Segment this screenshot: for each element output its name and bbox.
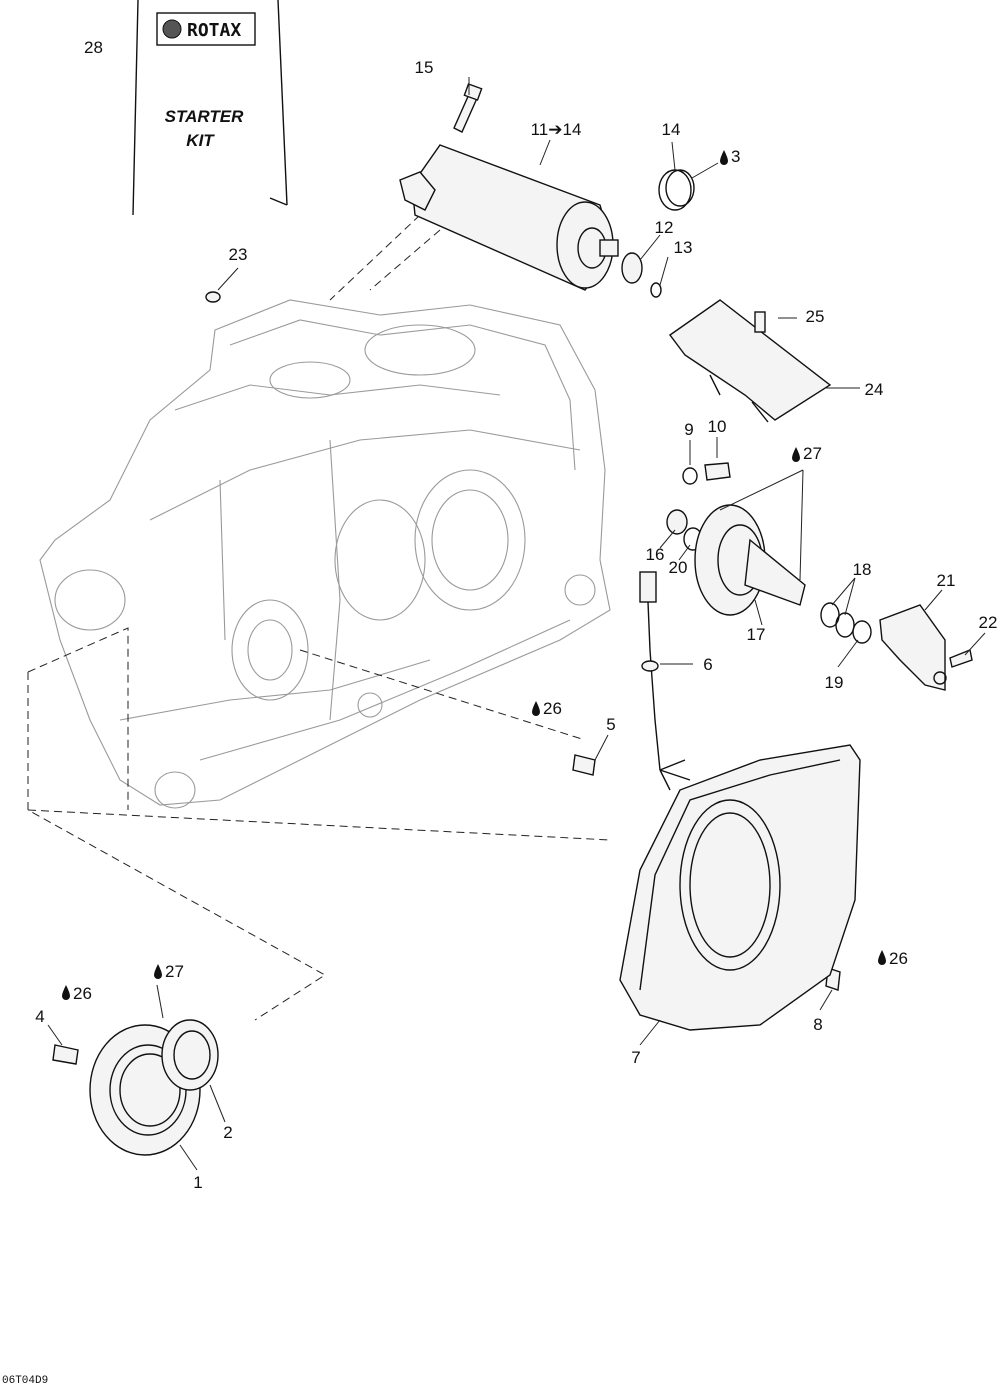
callout-25: 25 xyxy=(806,307,825,326)
lube-callout-27-gear: 27 xyxy=(792,444,822,463)
screw-25 xyxy=(754,311,766,333)
diagram-code: 06T04D9 xyxy=(2,1375,48,1387)
callout-22: 22 xyxy=(979,613,998,632)
lube-callout-26-screw4: 26 xyxy=(62,984,92,1003)
pinion-gear xyxy=(621,252,643,284)
starter-motor xyxy=(399,144,619,291)
drop-icon xyxy=(154,964,162,979)
gear-17 xyxy=(694,504,806,616)
callout-11-14: 11➔14 xyxy=(531,120,582,139)
svg-text:26: 26 xyxy=(73,984,92,1003)
callout-2: 2 xyxy=(223,1123,232,1142)
callout-5: 5 xyxy=(606,715,615,734)
callout-12: 12 xyxy=(655,218,674,237)
washer-9 xyxy=(682,467,698,485)
washers-18 xyxy=(820,602,855,638)
o-ring-13 xyxy=(650,282,662,298)
callout-7: 7 xyxy=(631,1048,640,1067)
plug-23 xyxy=(205,291,221,303)
callout-1: 1 xyxy=(193,1173,202,1192)
callout-19: 19 xyxy=(825,673,844,692)
support-21 xyxy=(879,604,947,691)
bolt-10 xyxy=(704,462,731,481)
cover-24 xyxy=(669,299,832,423)
engine-crankcase-ghost xyxy=(39,299,611,809)
assembly-lines xyxy=(27,214,611,1021)
callout-4: 4 xyxy=(35,1007,44,1026)
lube-callout-26-screw5: 26 xyxy=(532,699,562,718)
svg-text:26: 26 xyxy=(889,949,908,968)
callout-16: 16 xyxy=(646,545,665,564)
callout-15: 15 xyxy=(415,58,434,77)
callout-21: 21 xyxy=(937,571,956,590)
o-ring-14 xyxy=(658,169,695,211)
callout-8: 8 xyxy=(813,1015,822,1034)
callout-23: 23 xyxy=(229,245,248,264)
callout-20: 20 xyxy=(669,558,688,577)
drop-icon xyxy=(792,447,800,462)
screw-4 xyxy=(52,1044,79,1065)
callout-10: 10 xyxy=(708,417,727,436)
svg-text:26: 26 xyxy=(543,699,562,718)
kit-title-line2: KIT xyxy=(186,131,215,150)
svg-text:3: 3 xyxy=(731,147,740,166)
leader-lines xyxy=(47,77,986,1171)
callout-9: 9 xyxy=(684,420,693,439)
drop-icon xyxy=(62,985,70,1000)
callout-13: 13 xyxy=(674,238,693,257)
seal-2 xyxy=(161,1019,219,1091)
svg-text:27: 27 xyxy=(165,962,184,981)
kit-title-line1: STARTER xyxy=(165,107,244,126)
callout-6: 6 xyxy=(703,655,712,674)
lube-callout-26-screw8: 26 xyxy=(878,949,908,968)
callout-28: 28 xyxy=(84,38,103,57)
wire-harness-6 xyxy=(639,571,691,791)
washer-19 xyxy=(852,620,872,644)
callout-18: 18 xyxy=(853,560,872,579)
lube-callout-27-seal: 27 xyxy=(154,962,184,981)
callout-24: 24 xyxy=(865,380,884,399)
drop-icon xyxy=(532,701,540,716)
bolt-15 xyxy=(453,83,483,133)
magneto-cover-7 xyxy=(619,744,861,1031)
bushing-16 xyxy=(666,509,688,535)
callout-17: 17 xyxy=(747,625,766,644)
starter-kit-bag: ROTAX STARTER KIT xyxy=(132,0,288,216)
screw-5 xyxy=(572,754,596,776)
lube-callout-3: 3 xyxy=(720,147,740,166)
callout-14: 14 xyxy=(662,120,681,139)
drop-icon xyxy=(720,150,728,165)
screw-22 xyxy=(949,649,973,668)
drop-icon xyxy=(878,950,886,965)
svg-text:27: 27 xyxy=(803,444,822,463)
kit-brand-logo: ROTAX xyxy=(187,20,241,41)
